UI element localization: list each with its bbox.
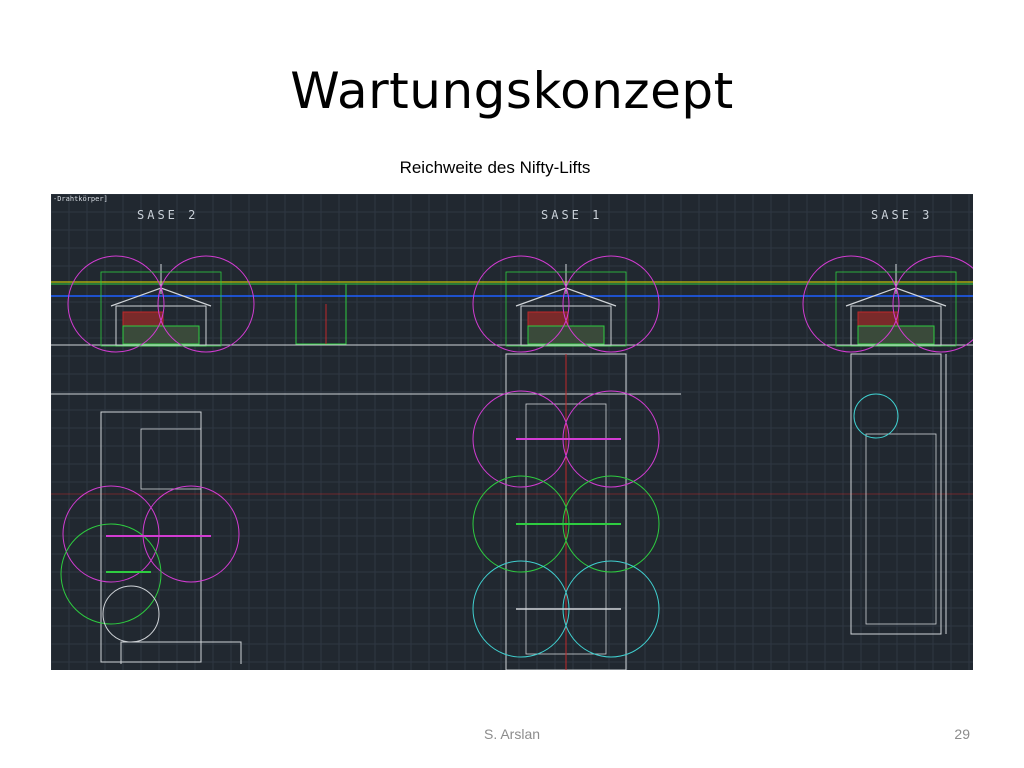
sase-1-label: SASE 1 [541, 208, 603, 222]
drawing-subtitle: Reichweite des Nifty-Lifts [399, 158, 591, 177]
viewport-label: -Drahtkörper] [53, 195, 108, 203]
sase-3-plan-outline [850, 353, 942, 635]
sase-3-plan-inner [865, 433, 937, 625]
cad-drawing: -Drahtkörper] SASE 2 SASE 1 SASE 3 [51, 194, 973, 670]
sase-2-plan-circle-2 [142, 485, 240, 583]
sase-1-building-hatch-green [527, 325, 605, 345]
sase-2-building-envelope [100, 271, 222, 347]
sase-2-plan-circle-1 [62, 485, 160, 583]
sase-3-building-hatch-red [857, 311, 899, 327]
slide-title: Wartungskonzept [290, 62, 734, 120]
sase-3-building-reach-circle-left [802, 255, 900, 353]
sase-3-building-hatch-green [857, 325, 935, 345]
sase-3-label: SASE 3 [871, 208, 933, 222]
sase-2-plan-circle-4 [102, 585, 160, 643]
sase-1-building-hatch-red [527, 311, 569, 327]
sase-1-building-envelope [505, 271, 627, 347]
sase-3-building-reach-circle-right [892, 255, 973, 353]
sase-2-plan-circle-3 [60, 523, 162, 625]
sase-2-building-hatch-green [122, 325, 200, 345]
sase-1-building-reach-circle-right [562, 255, 660, 353]
page-number: 29 [954, 726, 970, 742]
sase-2-building-hatch-red [122, 311, 164, 327]
connector-structure [295, 283, 347, 345]
sase-2-stair [120, 641, 242, 664]
sase-2-plan-room [140, 428, 202, 490]
sase-2-label: SASE 2 [137, 208, 199, 222]
sase-1-building-reach-circle-left [472, 255, 570, 353]
footer-author: S. Arslan [483, 726, 541, 742]
sase-3-stair-circle [853, 393, 899, 439]
sase-3-building-envelope [835, 271, 957, 347]
cad-drawing-svg [51, 194, 973, 670]
sase-2-building-reach-circle-right [157, 255, 255, 353]
sase-2-building-reach-circle-left [67, 255, 165, 353]
